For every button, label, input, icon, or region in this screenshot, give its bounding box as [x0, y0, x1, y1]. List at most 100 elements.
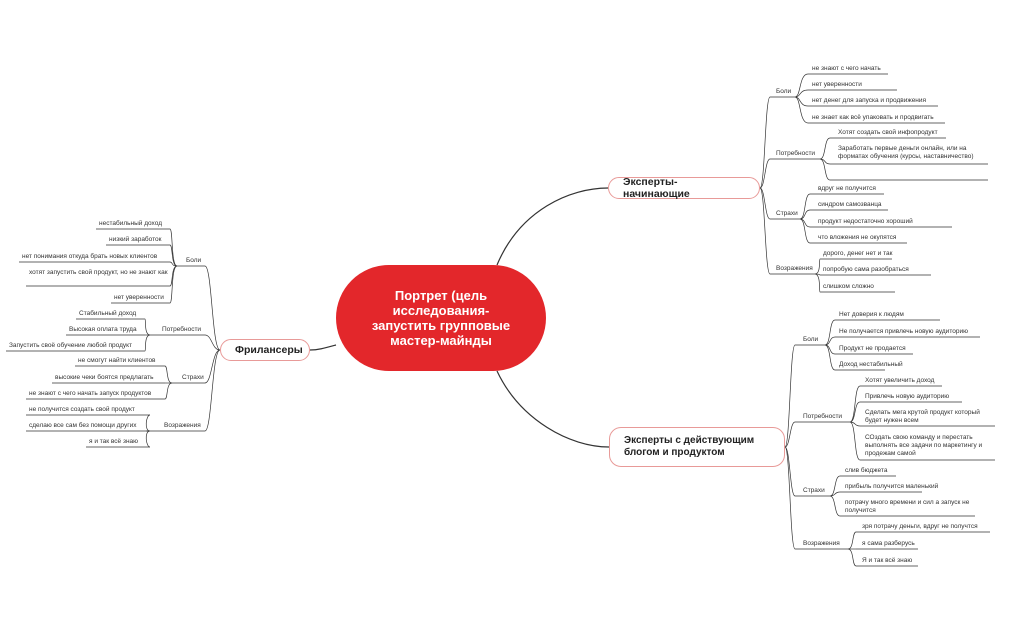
connector-line: [496, 370, 610, 448]
connector-line: [829, 491, 841, 497]
connector-line: [759, 187, 771, 275]
leaf-item[interactable]: низкий заработок: [109, 236, 162, 243]
connector-line: [496, 187, 609, 266]
leaf-item[interactable]: высокие чеки боятся предлагать: [55, 374, 154, 381]
connector-line: [847, 548, 857, 567]
leaf-item[interactable]: сделаю все сам без помощи других: [29, 422, 137, 429]
connector-line: [784, 421, 796, 448]
branch-beginners[interactable]: Эксперты- начинающие: [608, 176, 760, 200]
connector-line: [849, 401, 861, 423]
connector-line: [819, 158, 831, 181]
leaf-item[interactable]: Высокая оплата труда: [69, 326, 137, 333]
leaf-item[interactable]: не знают с чего начать: [812, 65, 881, 72]
leaf-item[interactable]: Хотят создать свой инфопродукт: [838, 129, 938, 136]
connector-line: [794, 73, 809, 98]
branch-bloggers-title: Эксперты с действующим блогом и продукто…: [624, 435, 755, 458]
leaf-item[interactable]: Заработать первые деньги онлайн, или на …: [838, 145, 974, 160]
leaf-item[interactable]: я и так всё знаю: [89, 438, 139, 445]
connector-line: [824, 336, 836, 346]
connector-line: [799, 218, 811, 244]
group-label[interactable]: Страхи: [182, 374, 204, 381]
group-label[interactable]: Потребности: [162, 326, 202, 333]
leaf-item[interactable]: не знают с чего начать запуск продуктов: [29, 390, 152, 397]
leaf-item[interactable]: дорого, денег нет и так: [823, 250, 893, 257]
connector-line: [164, 365, 173, 384]
group-label[interactable]: Боли: [803, 336, 819, 343]
connector-line: [814, 258, 821, 275]
leaf-item[interactable]: Привлечь новую аудиторию: [865, 393, 950, 400]
group-label[interactable]: Страхи: [803, 487, 825, 494]
leaf-item[interactable]: нет денег для запуска и продвижения: [812, 97, 927, 104]
leaf-item[interactable]: зря потрачу деньги, вдруг не получтся: [862, 523, 978, 530]
leaf-item[interactable]: я сама разберусь: [862, 540, 915, 547]
leaf-item[interactable]: Стабильный доход: [79, 310, 137, 317]
group-label[interactable]: Боли: [776, 88, 792, 95]
leaf-item[interactable]: Доход нестабильный: [839, 361, 903, 368]
leaf-item[interactable]: вдруг не получится: [818, 185, 876, 192]
group-label[interactable]: Возражения: [776, 265, 813, 272]
connector-line: [847, 531, 857, 550]
connector-line: [794, 96, 809, 124]
connector-line: [759, 96, 771, 189]
leaf-item[interactable]: не смогут найти клиентов: [78, 357, 156, 364]
root-node[interactable]: Портрет (цель исследования- запустить гр…: [336, 265, 546, 371]
connector-line: [145, 414, 151, 432]
leaf-item[interactable]: прибыль получится маленький: [845, 483, 939, 490]
leaf-item[interactable]: Хотят увеличить доход: [865, 377, 935, 384]
connector-line: [799, 209, 811, 220]
leaf-item[interactable]: что вложения не окупятся: [818, 234, 897, 241]
leaf-item[interactable]: хотят запустить свой продукт, но не знаю…: [29, 269, 168, 276]
group-label[interactable]: Страхи: [776, 210, 798, 217]
connector-line: [799, 193, 811, 220]
connector-line: [169, 261, 178, 267]
leaf-item[interactable]: слив бюджета: [845, 467, 888, 474]
group-label[interactable]: Потребности: [776, 150, 816, 157]
leaf-item[interactable]: СОздать свою команду и перестать выполня…: [865, 434, 983, 457]
connector-line: [204, 265, 221, 351]
leaf-item[interactable]: Я и так всё знаю: [862, 557, 913, 564]
connector-line: [144, 334, 151, 352]
leaf-item[interactable]: Сделать мега крутой продукт который буде…: [865, 409, 980, 424]
connector-line: [784, 446, 796, 550]
leaf-item[interactable]: синдром самозванца: [818, 201, 882, 208]
group-label[interactable]: Боли: [186, 257, 202, 264]
leaf-item[interactable]: нет понимания откуда брать новых клиенто…: [22, 253, 158, 260]
branch-bloggers[interactable]: Эксперты с действующим блогом и продукто…: [609, 427, 785, 467]
branch-freelancers-title: Фрилансеры: [235, 344, 303, 356]
root-title: Портрет (цель исследования- запустить гр…: [371, 288, 511, 348]
connector-line: [169, 265, 178, 304]
leaf-item[interactable]: продукт недостаточно хороший: [818, 218, 913, 225]
connector-line: [829, 495, 841, 517]
leaf-item[interactable]: нет уверенности: [114, 294, 164, 301]
branch-freelancers[interactable]: Фрилансеры: [220, 339, 310, 361]
connector-line: [169, 228, 178, 267]
group-label[interactable]: Возражения: [803, 540, 840, 547]
group-label[interactable]: Возражения: [164, 422, 201, 429]
leaf-item[interactable]: Нет доверия к людям: [839, 311, 904, 318]
connector-line: [759, 158, 771, 189]
leaf-item[interactable]: Запустить своё обучение любой продукт: [9, 342, 133, 349]
connector-line: [849, 385, 861, 423]
group-label[interactable]: Потребности: [803, 413, 843, 420]
connector-line: [819, 137, 831, 160]
leaf-item[interactable]: слишком сложно: [823, 283, 874, 290]
leaf-item[interactable]: нестабильный доход: [99, 220, 162, 227]
connector-line: [164, 382, 173, 400]
branch-beginners-title: Эксперты- начинающие: [623, 176, 690, 200]
leaf-item[interactable]: Не получается привлечь новую аудиторию: [839, 328, 968, 335]
leaf-item[interactable]: не получится создать свой продукт: [29, 406, 135, 413]
leaf-item[interactable]: Продукт не продается: [839, 345, 906, 352]
leaf-item[interactable]: попробую сама разобраться: [823, 266, 909, 273]
connector-line: [829, 475, 841, 497]
connector-line: [784, 446, 796, 497]
connector-line: [849, 421, 861, 461]
connector-line: [824, 344, 836, 371]
leaf-item[interactable]: нет уверенности: [812, 81, 862, 88]
connector-line: [204, 349, 221, 384]
leaf-item[interactable]: не знает как всё упаковать и продвигать: [812, 114, 934, 121]
connector-line: [204, 349, 221, 432]
connector-line: [824, 319, 836, 346]
leaf-item[interactable]: потрачу много времени и сил а запуск не …: [845, 499, 970, 514]
connector-line: [204, 334, 221, 351]
connector-line: [169, 244, 178, 267]
